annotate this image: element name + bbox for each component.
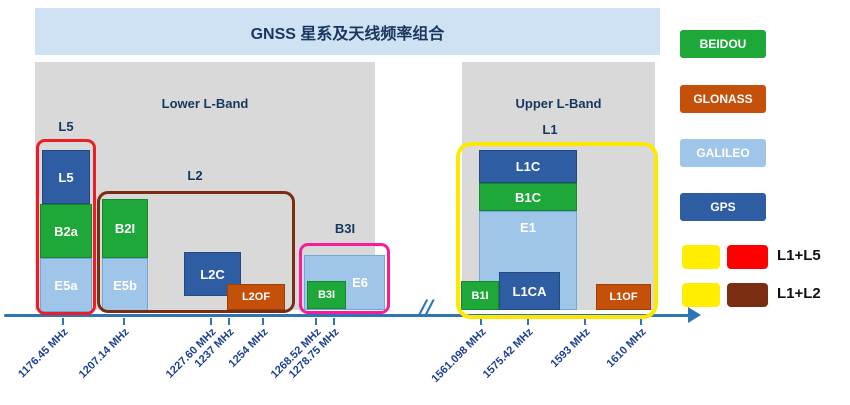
- axis-tick: [62, 318, 64, 325]
- axis-tick: [640, 318, 642, 325]
- frequency-axis: [4, 314, 690, 317]
- band-block-b1c: B1C: [479, 183, 577, 211]
- axis-tick: [527, 318, 529, 325]
- legend-beidou: BEIDOU: [680, 30, 766, 58]
- l1-group-label: L1: [542, 122, 558, 137]
- band-block-l1c: L1C: [479, 150, 577, 183]
- band-block-l5: L5: [42, 150, 90, 204]
- axis-tick: [123, 318, 125, 325]
- legend-swatch-yellow: [682, 245, 720, 269]
- axis-tick: [584, 318, 586, 325]
- band-block-l2of: L2OF: [227, 284, 285, 310]
- band-block-b2i: B2I: [102, 199, 148, 258]
- legend-combo-l1l5: L1+L5: [777, 247, 821, 264]
- b3i-group-label: B3I: [334, 221, 356, 236]
- legend-glonass: GLONASS: [680, 85, 766, 113]
- page-title: GNSS 星系及天线频率组合: [250, 25, 445, 43]
- legend-swatch-red: [727, 245, 768, 269]
- legend-combo-l1l2: L1+L2: [777, 285, 821, 302]
- band-block-e5a: E5a: [40, 258, 92, 312]
- axis-tick: [210, 318, 212, 325]
- band-block-l1ca: L1CA: [499, 272, 560, 310]
- band-block-b1i: B1I: [461, 281, 499, 310]
- upper-l-band-label: Upper L-Band: [515, 96, 602, 111]
- band-block-l1of: L1OF: [596, 284, 651, 310]
- lower-l-band-label: Lower L-Band: [161, 96, 249, 111]
- title-banner: GNSS 星系及天线频率组合: [35, 8, 660, 55]
- l2-group-label: L2: [187, 168, 203, 183]
- axis-tick: [315, 318, 317, 325]
- l5-group-label: L5: [58, 119, 74, 134]
- axis-tick: [262, 318, 264, 325]
- band-block-b2a: B2a: [40, 204, 92, 258]
- axis-tick: [228, 318, 230, 325]
- band-block-e5b: E5b: [102, 258, 148, 312]
- legend-swatch-yellow: [682, 283, 720, 307]
- axis-arrow-icon: [688, 307, 701, 323]
- axis-tick: [333, 318, 335, 325]
- axis-tick: [480, 318, 482, 325]
- legend-swatch-brown: [727, 283, 768, 307]
- legend-galileo: GALILEO: [680, 139, 766, 167]
- legend-gps: GPS: [680, 193, 766, 221]
- band-block-b3i: B3I: [307, 281, 346, 309]
